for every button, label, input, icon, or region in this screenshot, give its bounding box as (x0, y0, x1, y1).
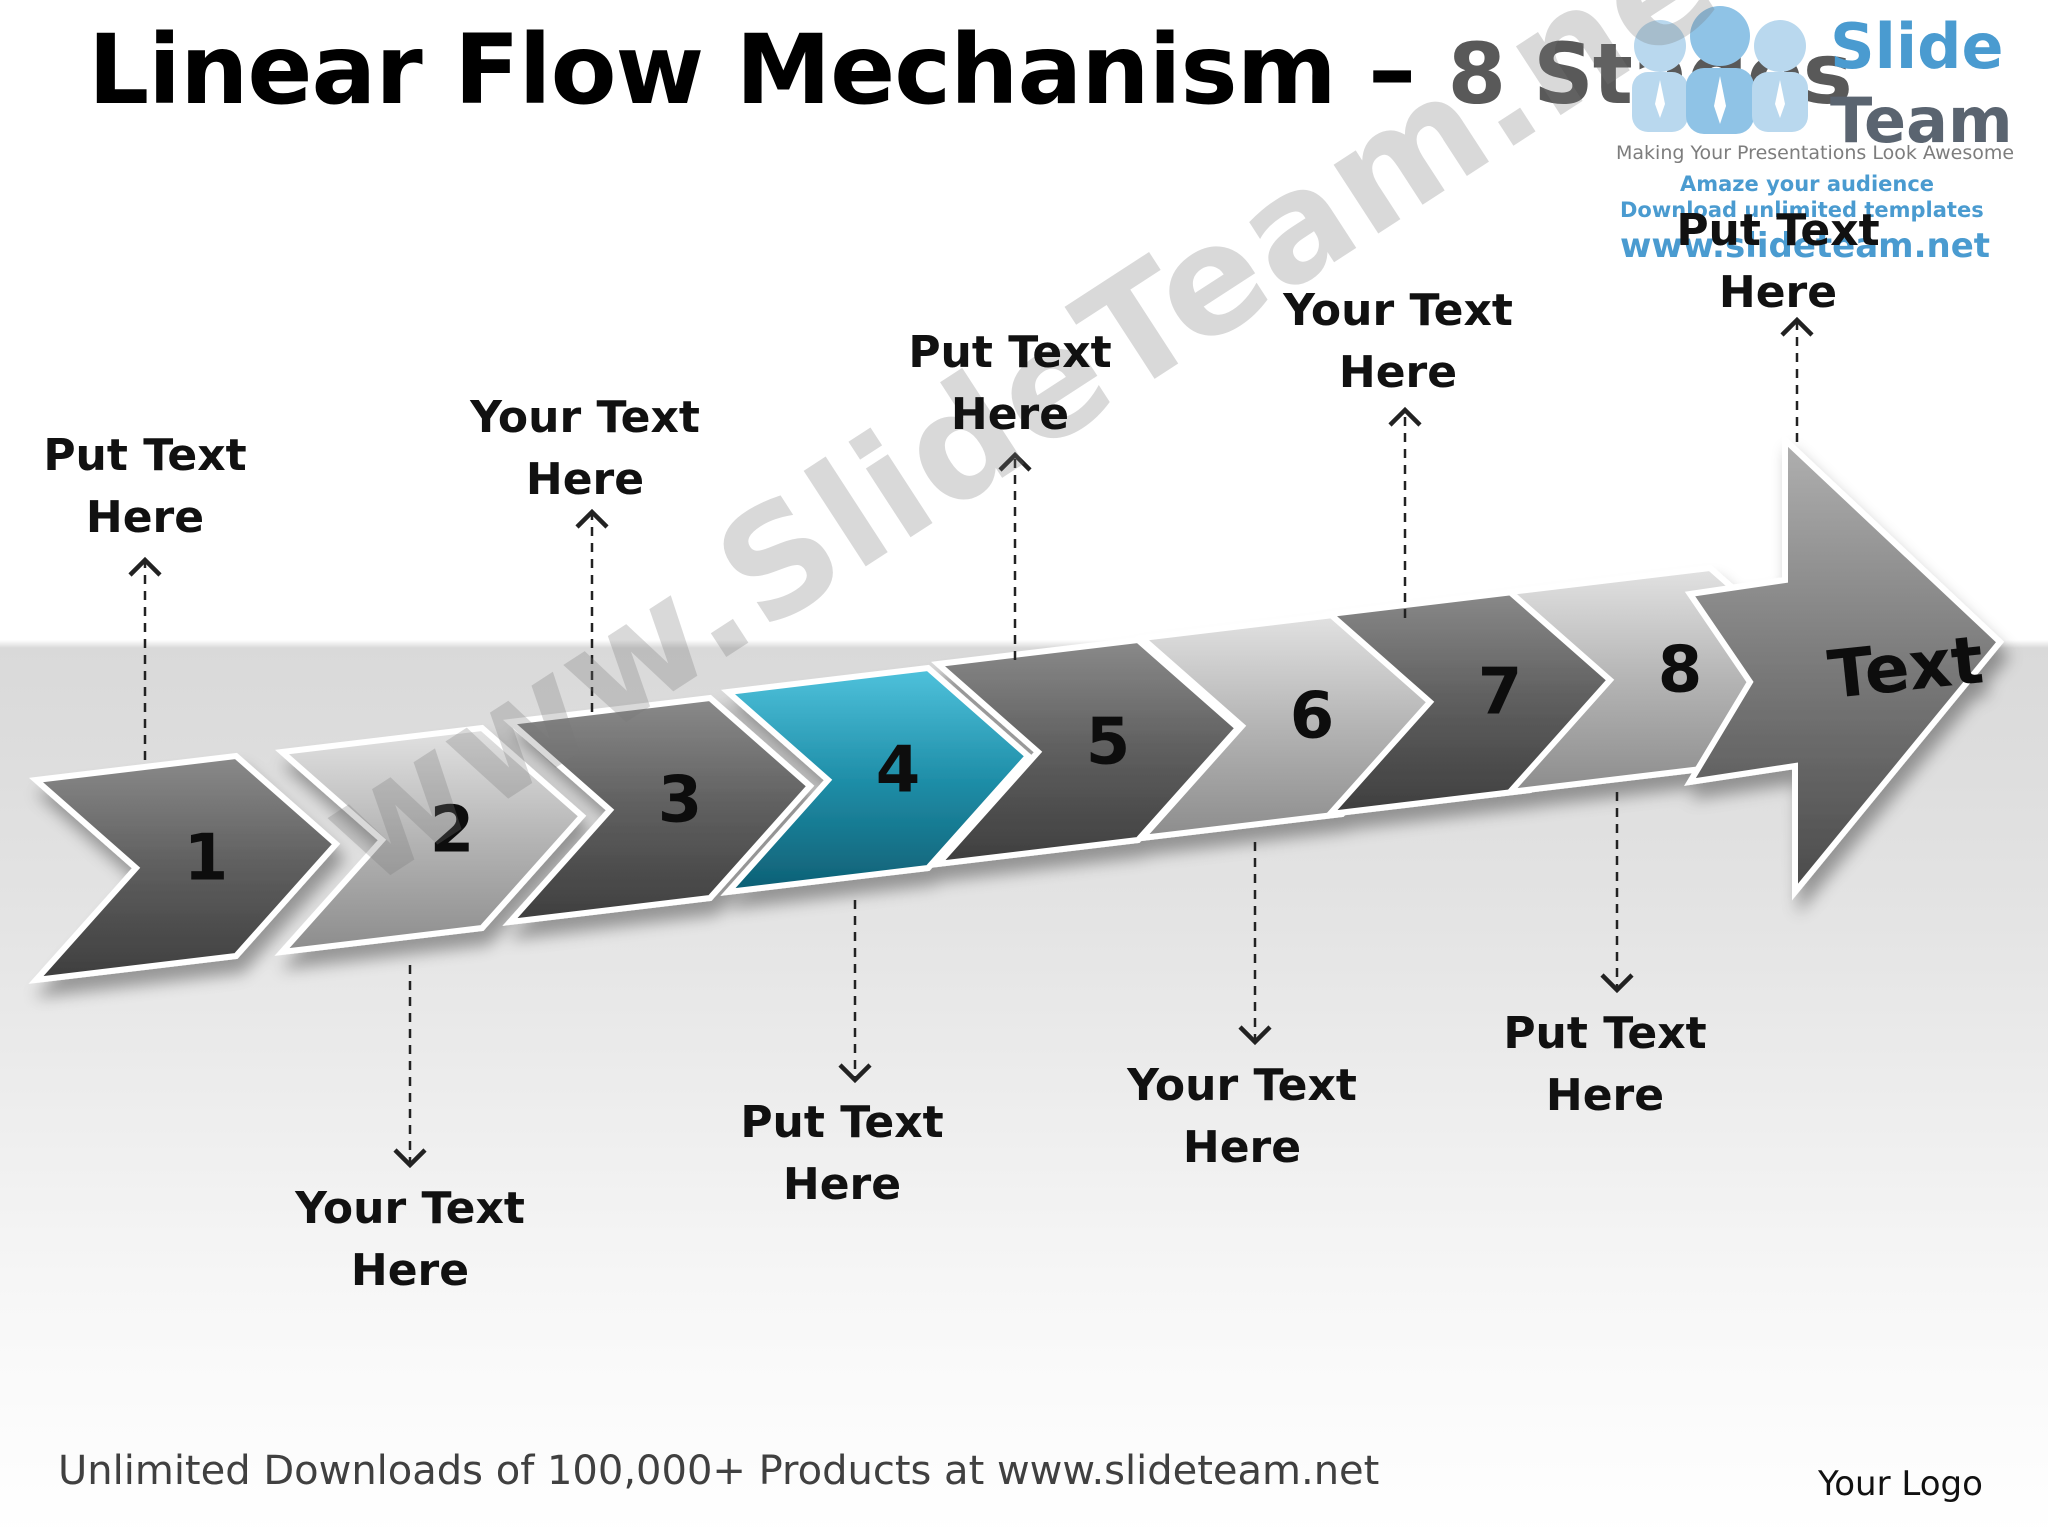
stage-5-callout-line-1: Put Text (908, 327, 1112, 378)
slideteam-logo: Slide Team Making Your Presentations Loo… (1610, 6, 2030, 266)
stage-2-number: 2 (430, 794, 475, 868)
title-main: Linear Flow Mechanism (88, 14, 1337, 126)
final-arrow-label: Text (1824, 621, 1986, 714)
stage-4-number: 4 (876, 734, 921, 808)
stage-2-callout-line-1: Your Text (295, 1183, 525, 1234)
stage-4-callout-line-2: Here (782, 1159, 902, 1210)
stage-1-callout-line-1: Put Text (43, 430, 247, 481)
stage-3-callout-line-2: Here (525, 454, 645, 505)
stage-2-callout-line-2: Here (350, 1245, 470, 1296)
stage-8-callout-line-1: Put Text (1503, 1008, 1707, 1059)
stage-2-chevron (274, 724, 587, 956)
stage-6-callout-line-2: Here (1182, 1122, 1302, 1173)
stage-1-callout-line-2: Here (85, 492, 205, 543)
stage-7-callout-line-2: Here (1338, 347, 1458, 398)
title-dash: – (1368, 14, 1416, 126)
stage-6-number: 6 (1290, 680, 1335, 754)
brand-promo-1: Amaze your audience (1680, 172, 1935, 196)
stage-7-number: 7 (1478, 656, 1523, 730)
brand-name-team: Team (1830, 84, 2013, 157)
stage-3-callout-line-1: Your Text (470, 392, 700, 443)
footer-text: Unlimited Downloads of 100,000+ Products… (58, 1448, 1380, 1494)
stage-4-chevron (720, 664, 1033, 896)
stage-3-number: 3 (658, 764, 703, 838)
final-arrow (1684, 433, 2005, 901)
stage-1-number: 1 (184, 822, 229, 896)
stage-5-callout-line-2: Here (950, 389, 1070, 440)
logo-placeholder: Your Logo (1818, 1464, 1983, 1504)
final-arrow-callout-line-2: Here (1718, 267, 1838, 318)
brand-promo-url: www.slideteam.net (1620, 226, 1991, 266)
stage-7-callout-line-1: Your Text (1283, 285, 1513, 336)
brand-tagline: Making Your Presentations Look Awesome (1616, 142, 2015, 164)
stage-4-callout-line-1: Put Text (740, 1097, 944, 1148)
stage-1-chevron (28, 752, 341, 984)
stage-3-chevron (502, 694, 815, 926)
stage-5-number: 5 (1086, 706, 1131, 780)
stage-8-number: 8 (1658, 634, 1703, 708)
stage-6-callout-line-1: Your Text (1127, 1060, 1357, 1111)
brand-promo-2: Download unlimited templates (1620, 198, 1984, 222)
brand-name-slide: Slide (1830, 10, 2004, 83)
final-arrow-callout-line-1: Put Text (1676, 205, 1880, 256)
people-logo-icon (1632, 6, 1808, 134)
stage-8-callout-line-2: Here (1545, 1070, 1665, 1121)
